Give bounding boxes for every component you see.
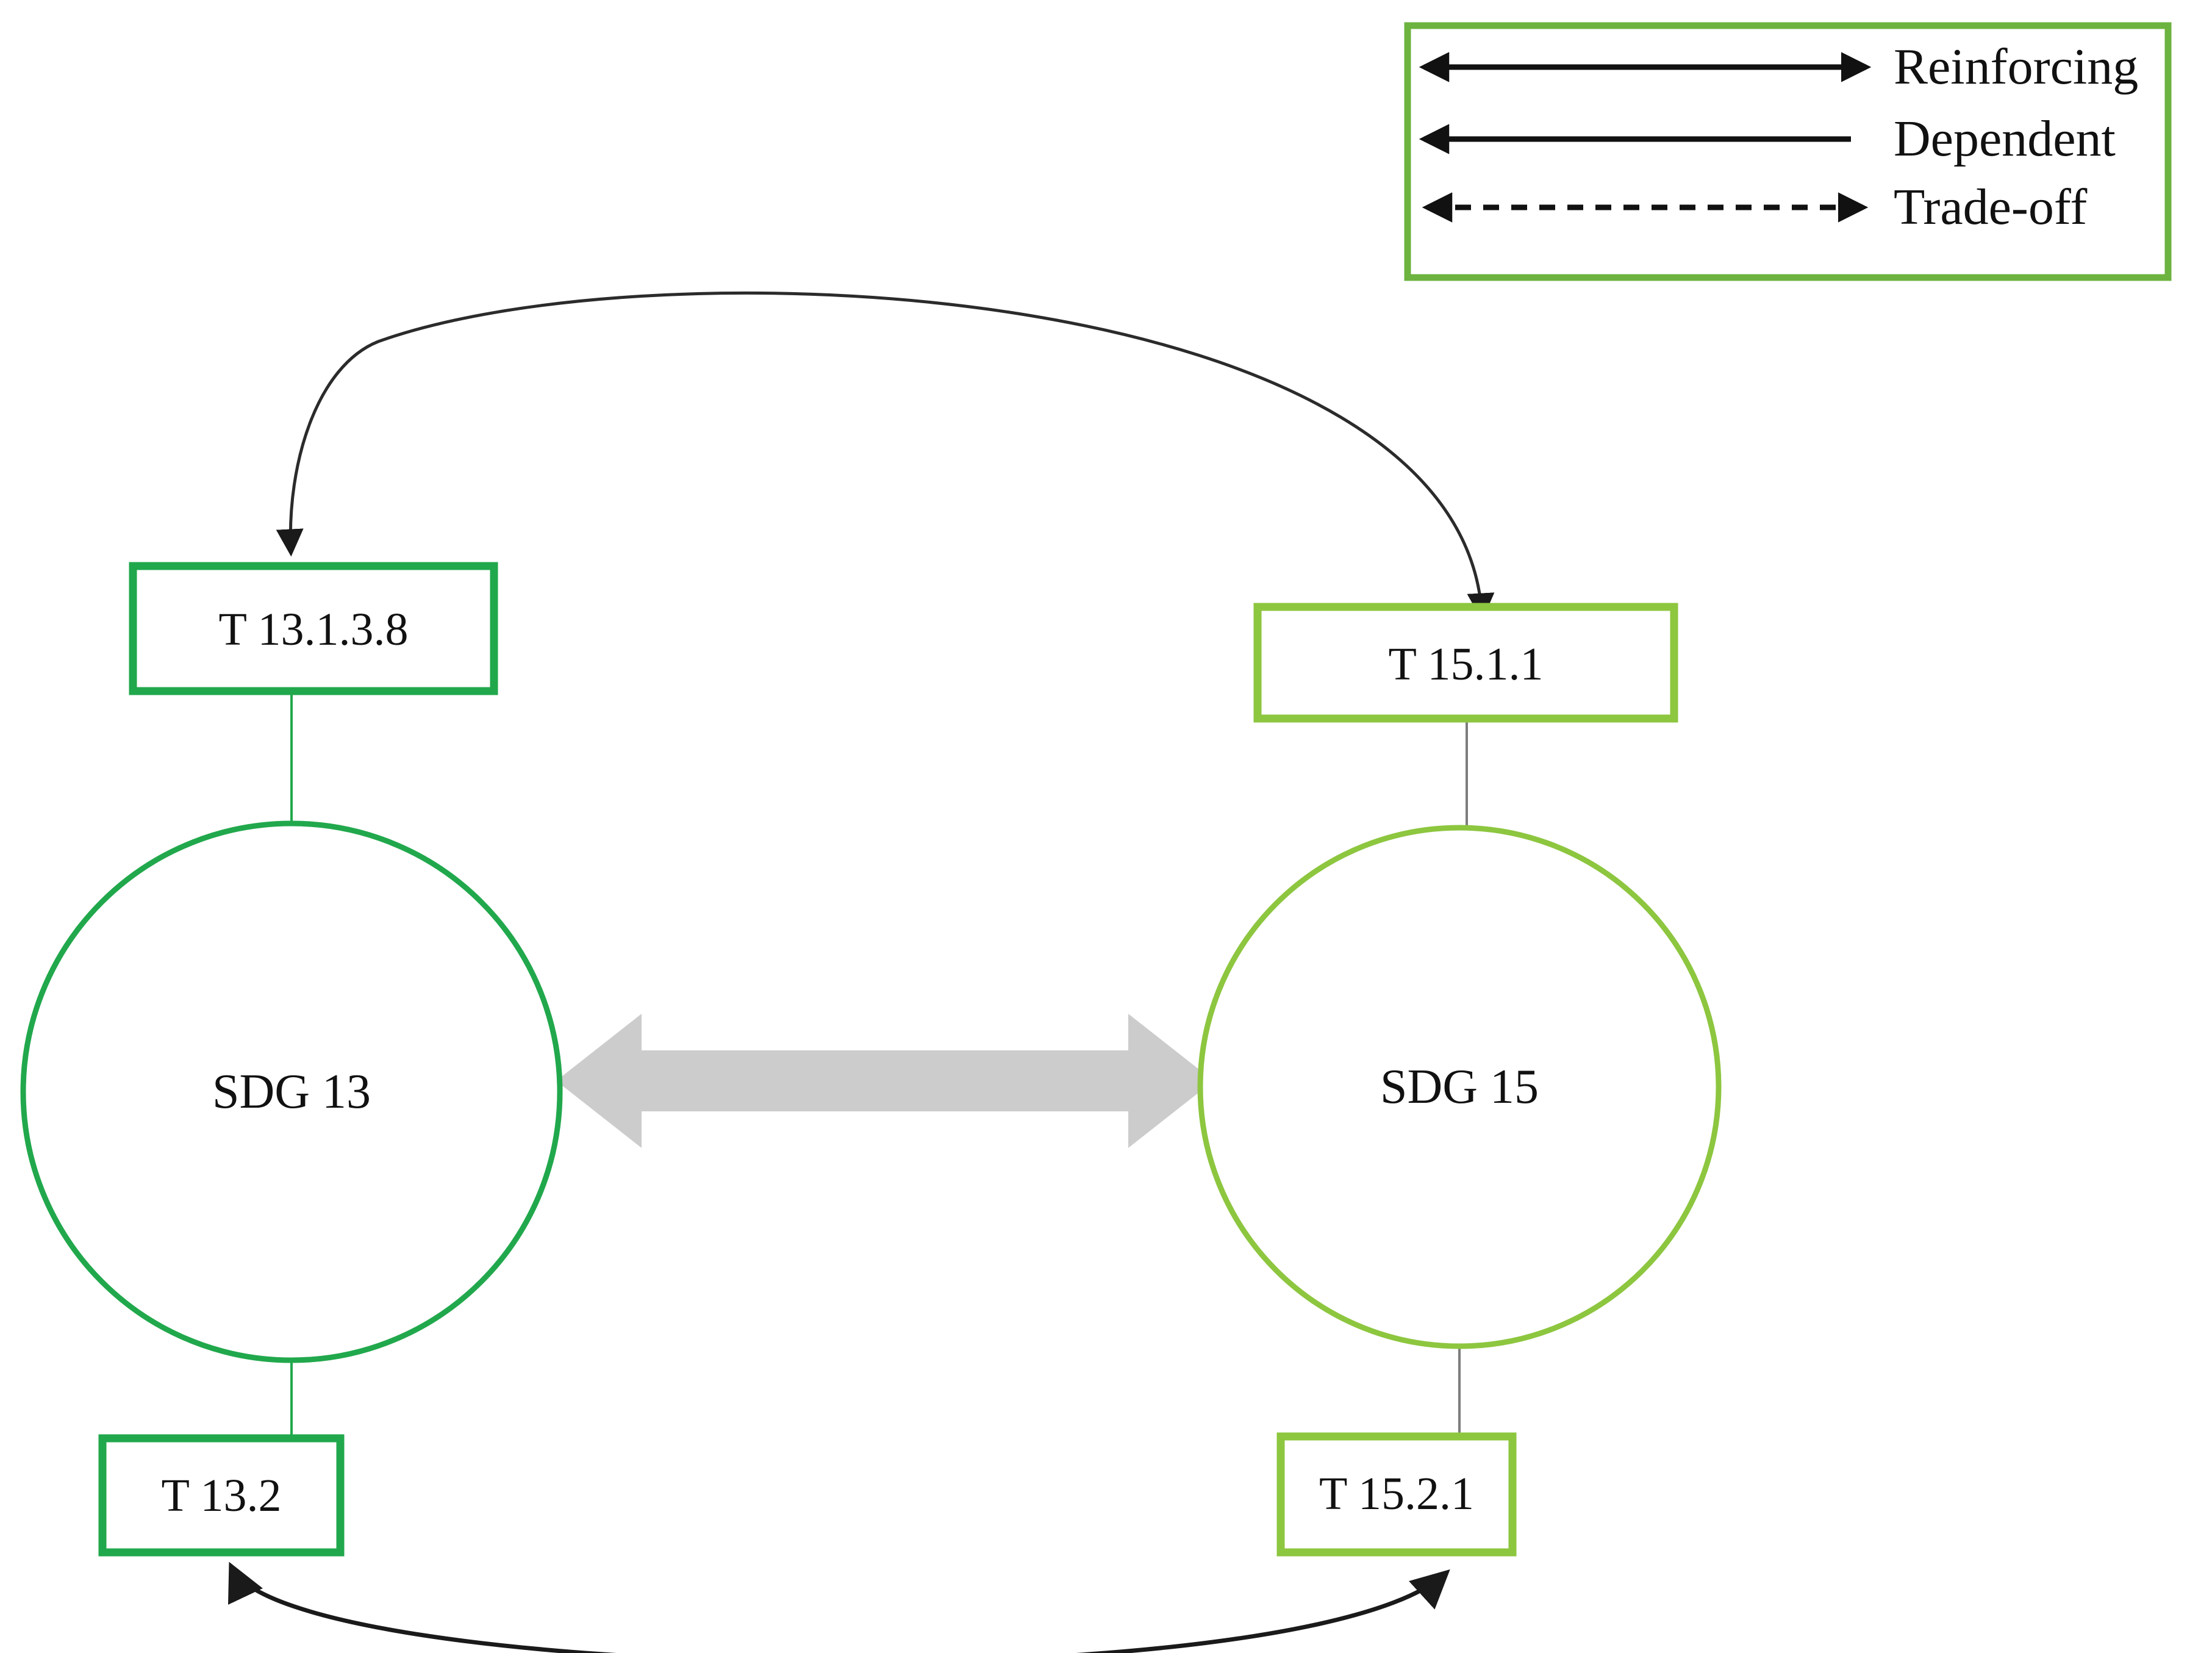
legend-label-reinforcing: Reinforcing: [1894, 38, 2139, 95]
node-t132-box[interactable]: [98, 1434, 345, 1557]
legend-label-trade-off: Trade-off: [1894, 179, 2088, 235]
node-t1511[interactable]: [1258, 607, 1674, 719]
node-t1521[interactable]: [1281, 1436, 1512, 1552]
edge-goal-link-gray-arrow[interactable]: [556, 1014, 1214, 1148]
node-t1511-box[interactable]: [1253, 603, 1678, 723]
legend-label-dependent: Dependent: [1894, 110, 2116, 167]
node-sdg15-circle[interactable]: [1197, 825, 1722, 1349]
node-t13138[interactable]: [133, 566, 494, 691]
node-t13138-box[interactable]: [129, 562, 498, 695]
node-t1521-box[interactable]: [1276, 1432, 1517, 1557]
edge-top-curve[interactable]: [276, 291, 1495, 621]
node-sdg13-circle[interactable]: [20, 820, 563, 1363]
node-t132[interactable]: [102, 1438, 340, 1552]
edge-bottom-curve[interactable]: [228, 1562, 1450, 1653]
